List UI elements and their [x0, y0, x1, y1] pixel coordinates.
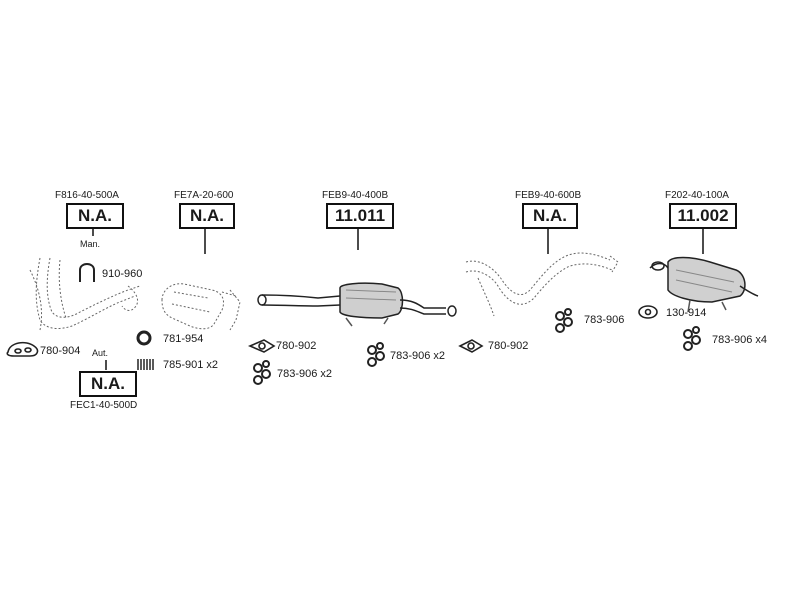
middle-silencer-drawing	[257, 282, 457, 327]
hanger-783-906-d-icon	[683, 326, 701, 351]
part-code-middle-silencer: FEB9-40-400B	[322, 190, 389, 201]
part-code-intermediate-pipe: FEB9-40-600B	[515, 190, 582, 201]
clamp-icon	[79, 263, 95, 282]
front-pipe-drawing	[29, 257, 141, 331]
note-aut: Aut.	[92, 348, 109, 358]
part-code-catalyst: FE7A-20-600	[174, 190, 234, 201]
label-130-914[interactable]: 130-914	[666, 307, 707, 319]
part-code-rear-silencer: F202-40-100A	[665, 190, 729, 201]
label-780-904[interactable]: 780-904	[40, 345, 81, 357]
part-code-front-pipe-aut: FEC1-40-500D	[70, 400, 138, 411]
label-780-902-a[interactable]: 780-902	[276, 340, 317, 352]
label-783-906-c[interactable]: 783-906	[584, 314, 625, 326]
hanger-783-906-b-icon	[367, 342, 385, 367]
intermediate-pipe-drawing	[465, 252, 619, 317]
status-box-middle-silencer[interactable]: 11.011	[326, 203, 394, 229]
status-box-front-pipe-aut[interactable]: N.A.	[79, 371, 137, 397]
label-783-906-d[interactable]: 783-906 x4	[712, 334, 768, 346]
catalyst-drawing	[161, 283, 241, 331]
part-code-front-pipe: F816-40-500A	[55, 190, 119, 201]
label-910-960[interactable]: 910-960	[102, 268, 143, 280]
status-box-front-pipe[interactable]: N.A.	[66, 203, 124, 229]
spring-icon	[137, 359, 154, 370]
label-780-902-b[interactable]: 780-902	[488, 340, 529, 352]
hanger-783-906-a-icon	[253, 360, 271, 385]
note-man: Man.	[80, 239, 101, 249]
label-783-906-a[interactable]: 783-906 x2	[277, 368, 333, 380]
status-box-intermediate-pipe[interactable]: N.A.	[522, 203, 578, 229]
status-box-rear-silencer[interactable]: 11.002	[669, 203, 737, 229]
ring-icon	[136, 330, 152, 346]
gasket-780-904-icon	[6, 341, 39, 357]
gasket-780-902-a-icon	[247, 339, 276, 353]
hanger-783-906-c-icon	[555, 308, 573, 333]
gasket-130-914-icon	[638, 305, 658, 319]
gasket-780-902-b-icon	[458, 339, 484, 353]
label-783-906-b[interactable]: 783-906 x2	[390, 350, 446, 362]
label-785-901[interactable]: 785-901 x2	[163, 359, 219, 371]
status-box-catalyst[interactable]: N.A.	[179, 203, 235, 229]
label-781-954[interactable]: 781-954	[163, 333, 204, 345]
rear-silencer-drawing	[649, 256, 759, 313]
